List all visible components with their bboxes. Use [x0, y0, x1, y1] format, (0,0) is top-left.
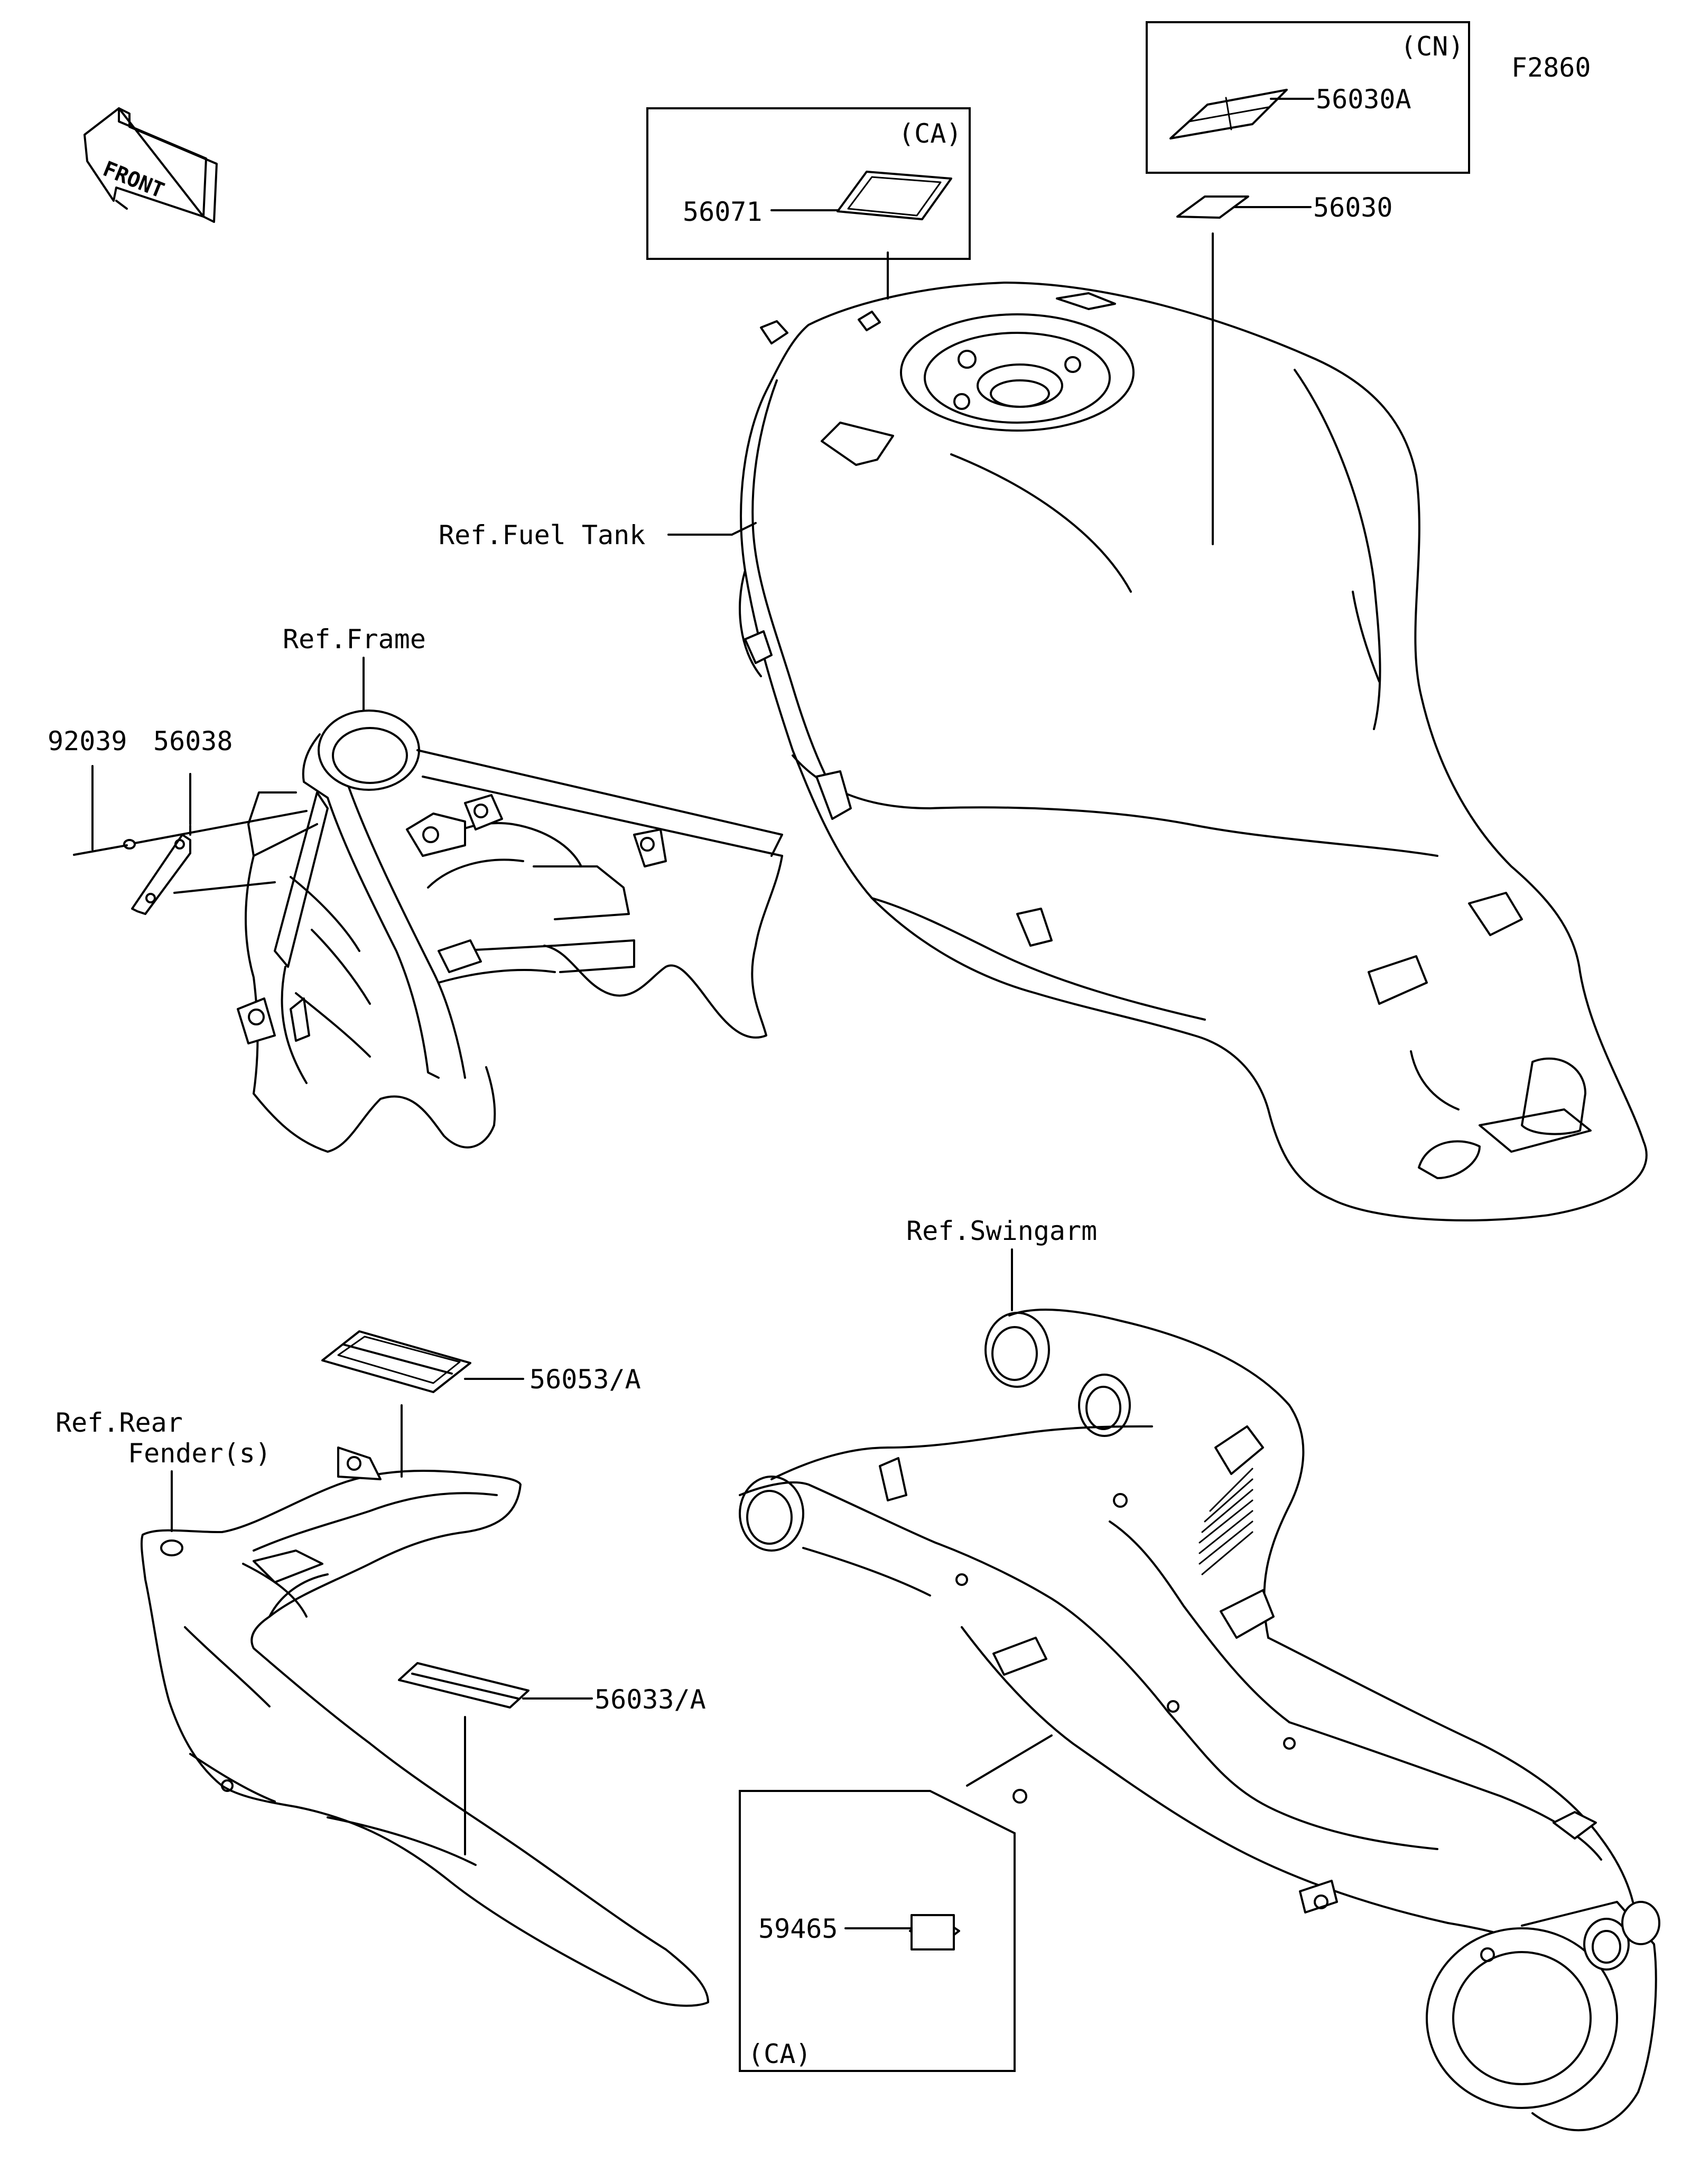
- ref-fuel-tank: Ref.Fuel Tank: [439, 520, 645, 550]
- figure-code: F2860: [1511, 52, 1591, 83]
- front-arrow-icon: FRONT: [83, 107, 218, 223]
- label-56053-icon: [321, 1330, 471, 1393]
- ca-swingarm-box-label: (CA): [748, 2039, 811, 2069]
- cn-callout-box: (CN) 56030A: [1146, 21, 1470, 174]
- part-59465: 59465: [758, 1914, 838, 1944]
- label-56030-icon: [1176, 195, 1249, 219]
- swingarm-drawing: Ref.Swingarm: [739, 1216, 1660, 2132]
- ref-swingarm: Ref.Swingarm: [906, 1216, 1097, 1246]
- ref-rear-fender-line2: Fender(s): [128, 1438, 271, 1469]
- part-56038: 56038: [153, 726, 233, 757]
- rear-fender-drawing: Ref.Rear Fender(s) 56053/A 56033/A: [55, 1330, 709, 2007]
- rivet-92039-icon: [73, 844, 128, 856]
- plate-56038-icon: [131, 834, 191, 915]
- part-56030: 56030: [1313, 192, 1393, 223]
- ca-swingarm-callout-box: (CA) 59465: [739, 1790, 1016, 2072]
- fuel-tank-drawing: Ref.Fuel Tank: [439, 282, 1648, 1221]
- label-56030: 56030: [1176, 192, 1393, 545]
- ref-rear-fender-line1: Ref.Rear: [55, 1407, 183, 1438]
- part-56053: 56053/A: [529, 1364, 641, 1395]
- frame-drawing: Ref.Frame: [48, 624, 783, 1153]
- ca-tank-box-label: (CA): [898, 118, 962, 149]
- cn-box-label: (CN): [1400, 31, 1464, 62]
- ref-frame: Ref.Frame: [283, 624, 426, 655]
- ca-tank-callout-box: (CA) 56071: [646, 107, 971, 300]
- part-56033: 56033/A: [594, 1684, 706, 1715]
- part-92039: 92039: [48, 726, 127, 757]
- part-56071: 56071: [683, 197, 763, 227]
- part-56030A: 56030A: [1316, 84, 1411, 115]
